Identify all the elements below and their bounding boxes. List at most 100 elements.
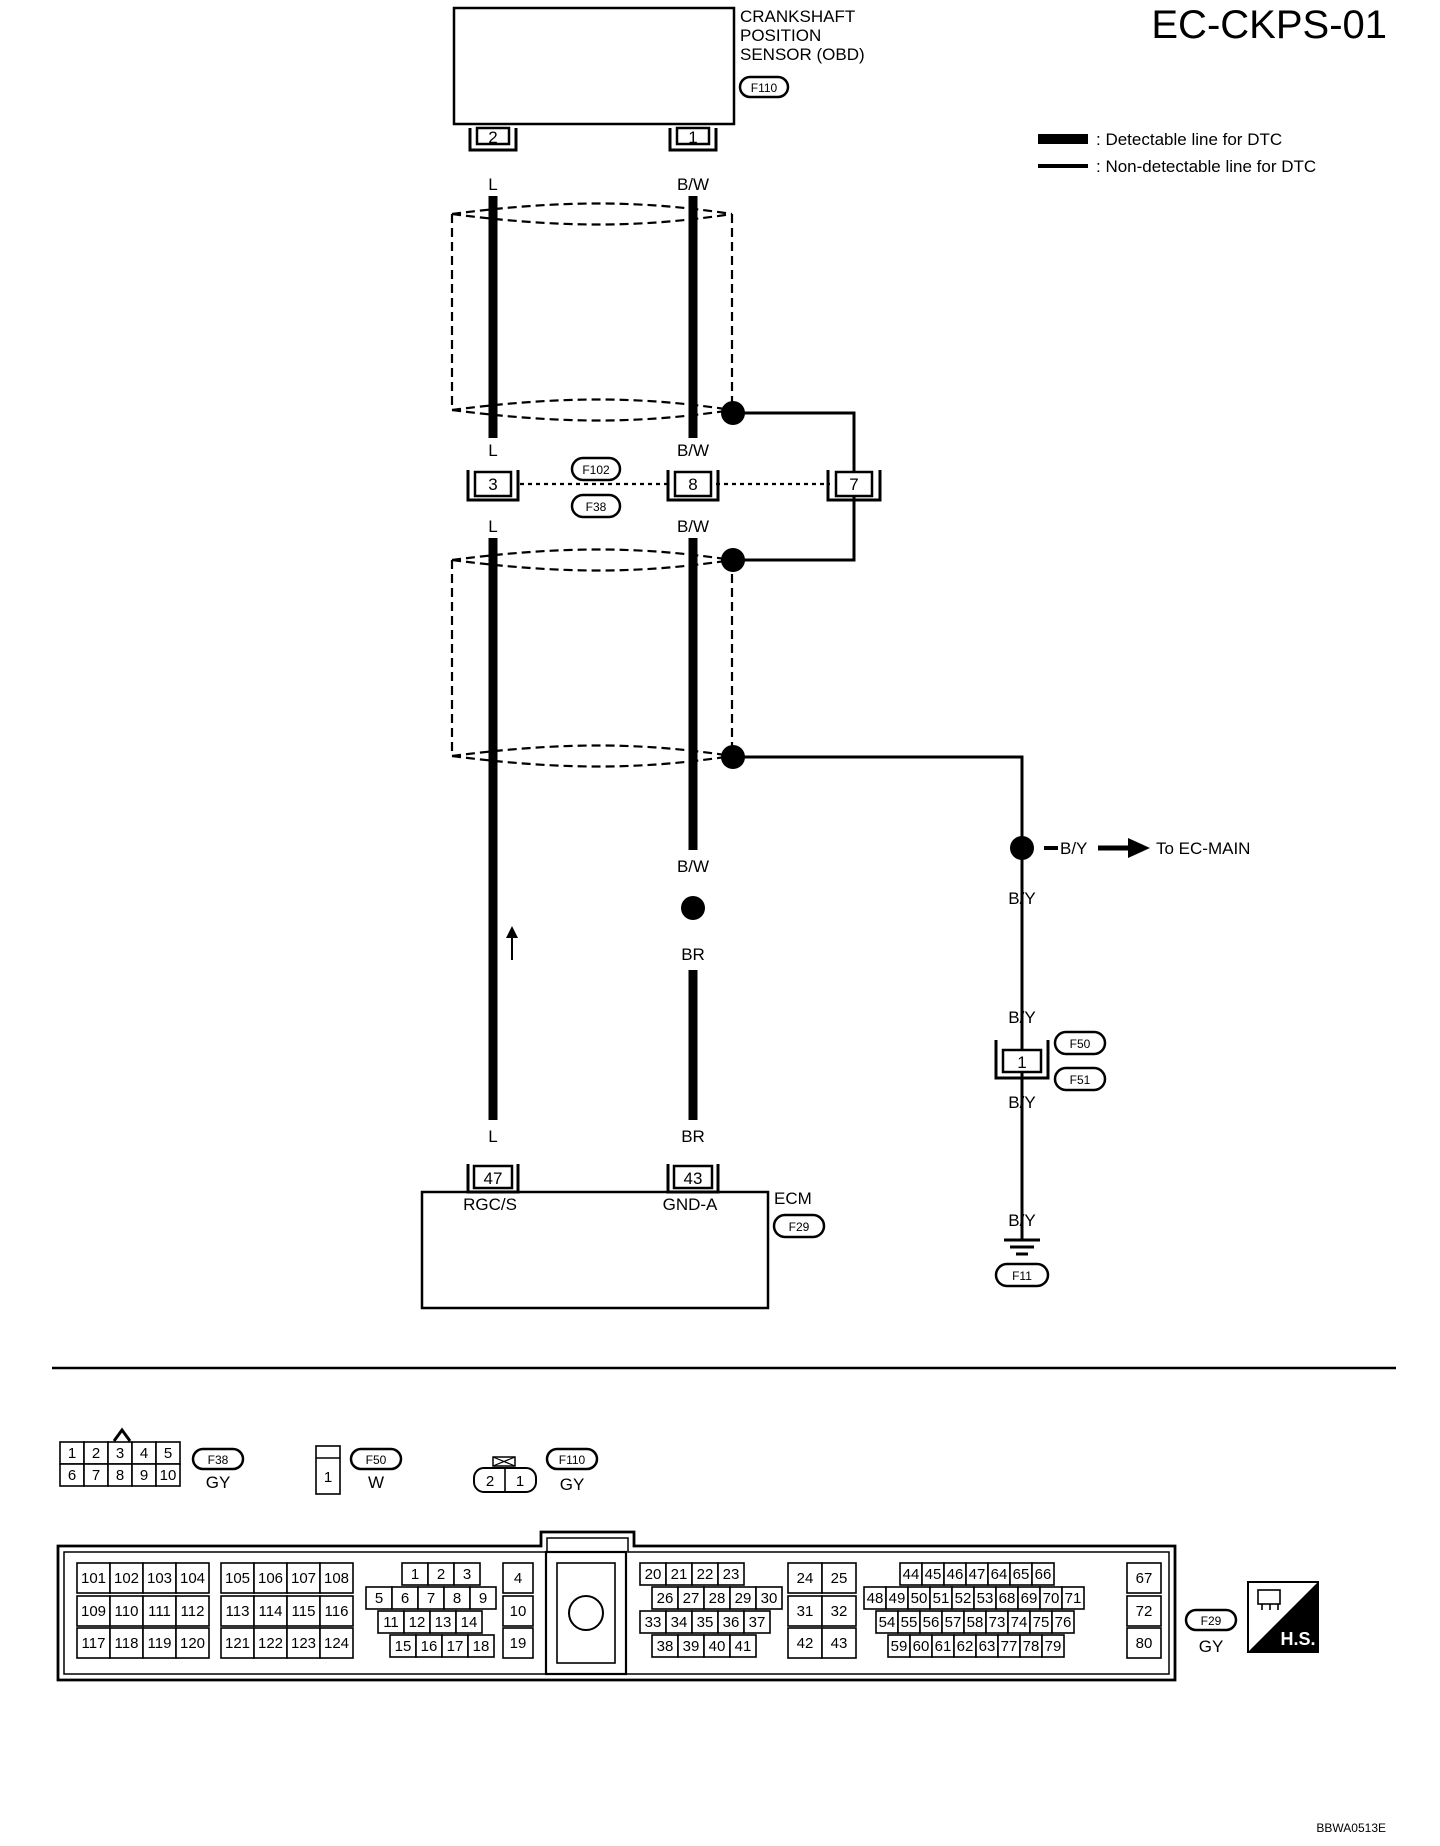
sensor-pin-2-bracket bbox=[468, 128, 518, 152]
cavity-box bbox=[1061, 1586, 1085, 1610]
cavity-box bbox=[787, 1627, 823, 1659]
cavity-number: 7 bbox=[92, 1467, 100, 1484]
hs-badge: H.S. bbox=[1247, 1581, 1319, 1653]
wire-label-l-ecm: L bbox=[488, 1127, 497, 1146]
cavity-box bbox=[175, 1595, 210, 1627]
cavity-box bbox=[253, 1595, 288, 1627]
cavity-box bbox=[175, 1562, 210, 1594]
f50-cavity: 1 bbox=[324, 1469, 332, 1486]
cavity-number: 4 bbox=[140, 1445, 148, 1462]
cavity-box bbox=[502, 1595, 534, 1627]
legend: : Detectable line for DTC : Non-detectab… bbox=[1038, 130, 1316, 176]
cavity-box bbox=[453, 1562, 481, 1586]
legend-non-detectable-label: : Non-detectable line for DTC bbox=[1096, 157, 1316, 176]
joint-connector: 3 8 7 F102 F38 bbox=[466, 456, 882, 519]
ground-connector-pin: 1 bbox=[1017, 1053, 1026, 1072]
cavity-number: 55 bbox=[901, 1614, 918, 1631]
cavity-number: 116 bbox=[325, 1603, 349, 1620]
cavity-box bbox=[502, 1562, 534, 1594]
cavity-box bbox=[1031, 1562, 1055, 1586]
f110-color: GY bbox=[560, 1475, 585, 1494]
crankshaft-position-sensor: CRANKSHAFT POSITION SENSOR (OBD) F110 2 … bbox=[452, 6, 865, 152]
figure-code: BBWA0513E bbox=[1316, 1821, 1386, 1835]
joint-pin-7-bracket bbox=[826, 470, 882, 502]
f29-code-badge bbox=[1184, 1608, 1238, 1632]
cavity-number: 14 bbox=[461, 1614, 478, 1631]
splice-dot-bw-br bbox=[681, 896, 705, 920]
joint-pin-3: 3 bbox=[488, 475, 497, 494]
cavity-number: 67 bbox=[1136, 1570, 1153, 1587]
cavity-number: 17 bbox=[447, 1638, 464, 1655]
f38-code-badge bbox=[191, 1447, 245, 1471]
joint-code-top-badge bbox=[570, 456, 622, 482]
cavity-number: 75 bbox=[1033, 1614, 1050, 1631]
cavity-number: 49 bbox=[889, 1590, 906, 1607]
cavity-number: 21 bbox=[671, 1566, 688, 1583]
ground-connector-bracket bbox=[994, 1040, 1050, 1080]
shield-ground-wire bbox=[733, 755, 1024, 1240]
cavity-number: 102 bbox=[114, 1570, 139, 1587]
cavity-number: 78 bbox=[1023, 1638, 1040, 1655]
sensor-connector-code: F110 bbox=[751, 81, 778, 95]
cavity-number: 66 bbox=[1035, 1566, 1052, 1583]
ground-connector-pin-box bbox=[1001, 1048, 1043, 1074]
cavity-number: 23 bbox=[723, 1566, 740, 1583]
cavity-box bbox=[1126, 1627, 1162, 1659]
wire-label-bw-below-joint: B/W bbox=[677, 517, 709, 536]
junctions bbox=[681, 401, 1034, 920]
f50-code: F50 bbox=[366, 1453, 387, 1467]
f110-cavity-2: 2 bbox=[486, 1473, 494, 1490]
cavity-box bbox=[755, 1586, 783, 1610]
f110-cavity-1: 1 bbox=[516, 1473, 524, 1490]
ecm-body bbox=[420, 1190, 770, 1310]
cavity-number: 77 bbox=[1001, 1638, 1018, 1655]
junction-dot-by bbox=[1010, 836, 1034, 860]
ecm-connector-code: F29 bbox=[789, 1220, 810, 1234]
wire-label-l-below-joint: L bbox=[488, 517, 497, 536]
cavity-number: 108 bbox=[324, 1570, 349, 1587]
cavity-number: 70 bbox=[1043, 1590, 1060, 1607]
cavity-number: 8 bbox=[116, 1467, 124, 1484]
cavity-number: 104 bbox=[180, 1570, 205, 1587]
joint-pin-8-box bbox=[673, 470, 713, 498]
cavity-number: 76 bbox=[1055, 1614, 1072, 1631]
cavity-box bbox=[155, 1463, 181, 1487]
cavity-number: 12 bbox=[409, 1614, 426, 1631]
ecm-pin-43-box bbox=[672, 1164, 714, 1190]
to-main-arrow bbox=[1128, 838, 1150, 858]
f38-color: GY bbox=[206, 1473, 231, 1492]
sensor-name-line3: SENSOR (OBD) bbox=[740, 45, 865, 64]
cavity-box bbox=[109, 1595, 144, 1627]
junction-dot-upper bbox=[721, 401, 745, 425]
cavity-box bbox=[455, 1610, 483, 1634]
cavity-box bbox=[502, 1627, 534, 1659]
cavity-number: 109 bbox=[81, 1603, 106, 1620]
cavity-number: 5 bbox=[164, 1445, 172, 1462]
cavity-number: 74 bbox=[1011, 1614, 1028, 1631]
cavity-box bbox=[821, 1562, 857, 1594]
cavity-number: 62 bbox=[957, 1638, 974, 1655]
cavity-number: 65 bbox=[1013, 1566, 1030, 1583]
cavity-number: 50 bbox=[911, 1590, 928, 1607]
cavity-box bbox=[76, 1562, 111, 1594]
cavity-number: 37 bbox=[749, 1614, 766, 1631]
cavity-number: 69 bbox=[1021, 1590, 1038, 1607]
cavity-box bbox=[76, 1627, 111, 1659]
wire-label-br-ecm: BR bbox=[681, 1127, 705, 1146]
cavity-number: 57 bbox=[945, 1614, 962, 1631]
cavity-number: 22 bbox=[697, 1566, 714, 1583]
sensor-pin-2-box bbox=[475, 126, 511, 146]
cavity-box bbox=[319, 1595, 354, 1627]
sensor-connector-badge bbox=[738, 75, 790, 99]
cavity-number: 114 bbox=[259, 1603, 283, 1620]
f110-code: F110 bbox=[559, 1453, 586, 1467]
cavity-number: 115 bbox=[292, 1603, 316, 1620]
cavity-number: 111 bbox=[148, 1603, 171, 1620]
cavity-number: 1 bbox=[411, 1566, 419, 1583]
cavity-number: 40 bbox=[709, 1638, 726, 1655]
ground-code-top-badge bbox=[1053, 1030, 1107, 1056]
ground-point-code: F11 bbox=[1012, 1269, 1032, 1283]
cavity-box bbox=[743, 1610, 771, 1634]
f29-inner-housing bbox=[63, 1537, 1170, 1675]
cavity-number: 106 bbox=[258, 1570, 283, 1587]
